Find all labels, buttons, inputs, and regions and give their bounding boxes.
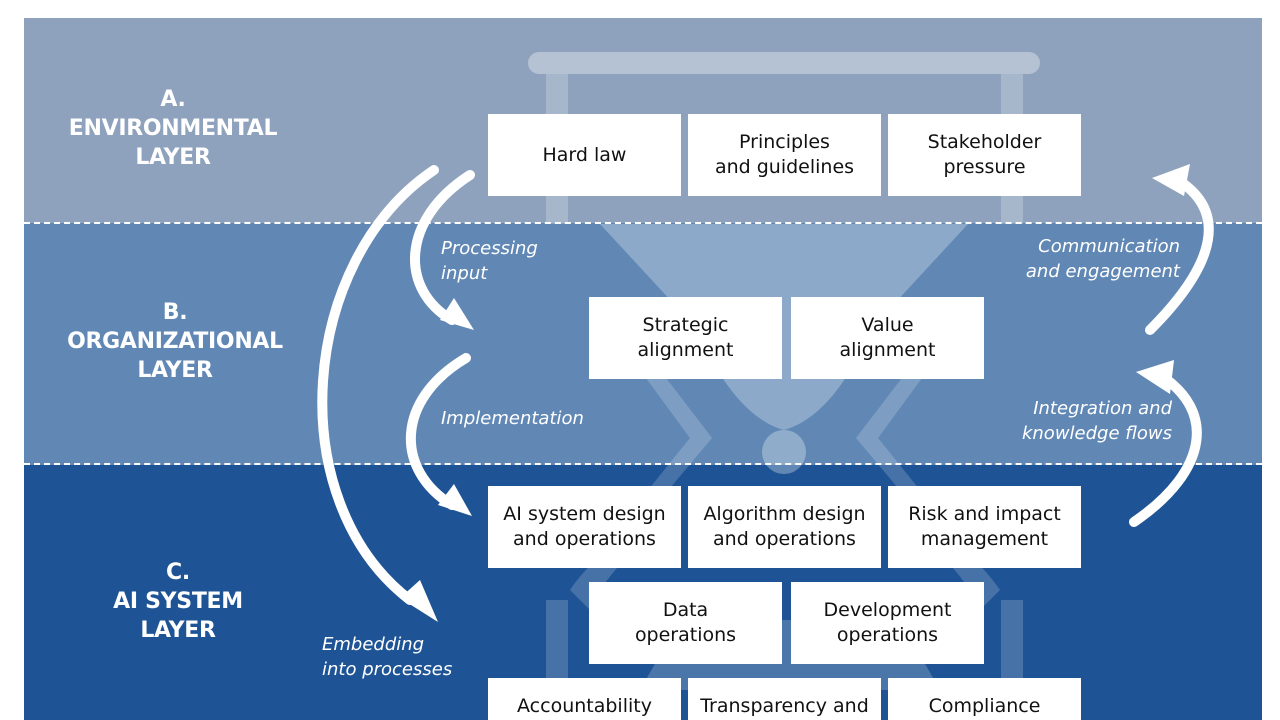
organizational-layer-title: B. ORGANIZATIONAL LAYER [67, 300, 283, 383]
processing-input-arrow [410, 170, 475, 325]
implementation-arrow [405, 353, 471, 510]
integration-arrowhead [1136, 360, 1174, 394]
risk-impact-label: Risk and impact management [908, 503, 1061, 550]
principles-label: Principles and guidelines [714, 131, 855, 178]
risk-impact-box: Risk and impact management [888, 486, 1081, 568]
data-operations-box: Data operations [589, 582, 782, 664]
embedding-label: Embedding into processes [322, 634, 453, 680]
layer-divider-b-c [24, 463, 1262, 465]
embedding-arrow [317, 165, 439, 605]
value-alignment-label: Value alignment [839, 314, 936, 361]
communication-label: Communication and engagement [1025, 236, 1180, 282]
hourglass-left-neck [640, 370, 712, 500]
arrow-heads [400, 164, 1190, 622]
compliance-label: Compliance [928, 695, 1041, 717]
integration-label: Integration and knowledge flows [1021, 398, 1172, 444]
principles-box: Principles and guidelines [688, 114, 881, 196]
value-alignment-box: Value alignment [791, 297, 984, 379]
ai-system-design-box: AI system design and operations [488, 486, 681, 568]
implementation-arrowhead [438, 484, 472, 516]
communication-arrow [1145, 175, 1214, 335]
hard-law-label: Hard law [542, 143, 627, 166]
stakeholder-label: Stakeholder pressure [927, 131, 1042, 178]
hourglass-top-cap [528, 52, 1040, 74]
development-operations-box: Development operations [791, 582, 984, 664]
strategic-alignment-box: Strategic alignment [589, 297, 782, 379]
transparency-box: Transparency and [688, 678, 881, 720]
development-operations-label: Development operations [823, 599, 952, 646]
processing-input-arrowhead [440, 298, 474, 330]
algorithm-design-box: Algorithm design and operations [688, 486, 881, 568]
accountability-box: Accountability [488, 678, 681, 720]
strategic-alignment-label: Strategic alignment [637, 314, 734, 361]
processing-input-label: Processing input [441, 238, 538, 284]
hourglass-sand-drop [762, 430, 806, 474]
flow-arrows [317, 165, 1214, 605]
hourglass-lower-right-post [1001, 600, 1023, 700]
hourglass-lower-left-post [546, 600, 568, 700]
layer-divider-a-b [24, 222, 1262, 224]
hourglass-upper-glass [600, 224, 968, 430]
integration-arrow [1129, 370, 1202, 527]
transparency-label: Transparency and [700, 695, 869, 717]
hourglass-right-neck [856, 370, 928, 500]
compliance-box: Compliance [888, 678, 1081, 720]
environmental-layer-title: A. ENVIRONMENTAL LAYER [68, 87, 278, 170]
communication-arrowhead [1152, 164, 1190, 196]
accountability-label: Accountability [517, 695, 652, 717]
embedding-arrowhead [400, 580, 438, 622]
implementation-label: Implementation [441, 408, 584, 429]
ai-system-design-label: AI system design and operations [503, 503, 666, 550]
algorithm-design-label: Algorithm design and operations [703, 503, 866, 550]
hard-law-box: Hard law [488, 114, 681, 196]
ai-system-layer-title: C. AI SYSTEM LAYER [113, 560, 243, 643]
stakeholder-box: Stakeholder pressure [888, 114, 1081, 196]
data-operations-label: Data operations [634, 599, 737, 646]
